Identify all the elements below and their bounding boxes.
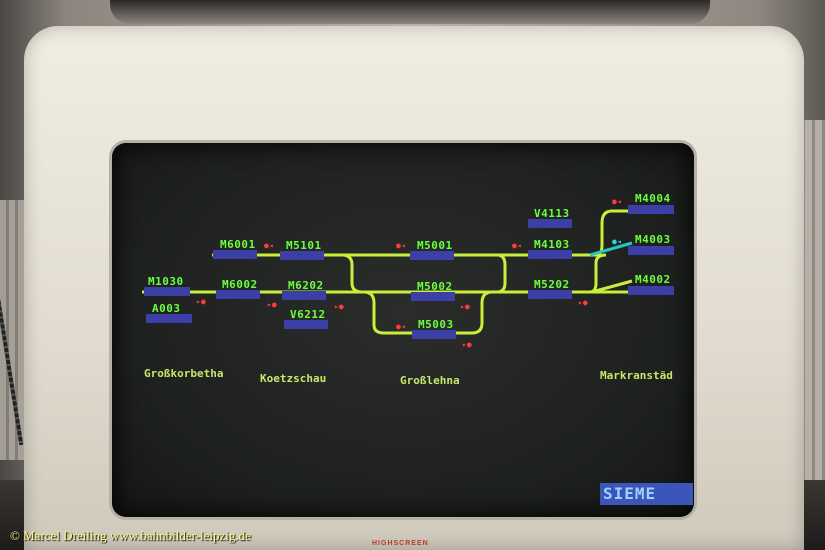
block-label-m1030: M1030: [148, 275, 184, 288]
signal-icon: ▸●: [460, 302, 470, 311]
block-m4004[interactable]: [628, 205, 674, 214]
vendor-badge: SIEME: [600, 483, 693, 505]
track-branch-upper: [590, 209, 632, 257]
block-label-m6202: M6202: [288, 279, 324, 292]
block-v4113[interactable]: [528, 219, 572, 228]
track-lines: [142, 209, 667, 335]
block-a003[interactable]: [146, 314, 192, 323]
block-label-v4113: V4113: [534, 207, 570, 220]
station-markranstaedt: Markranstäd: [600, 369, 673, 382]
block-m4002[interactable]: [628, 286, 674, 295]
signal-icon: ●◂: [612, 197, 622, 206]
station-koetzschau: Koetzschau: [260, 372, 327, 385]
block-label-m4003: M4003: [635, 233, 671, 246]
block-label-m5202: M5202: [534, 278, 570, 291]
block-v6212[interactable]: [284, 320, 328, 329]
signal-icon: ●◂: [264, 241, 274, 250]
track-diagram: [142, 209, 667, 335]
block-m5003[interactable]: [412, 330, 456, 339]
crt-screen: M6001 ●◂ M5101 ●◂ M5001 V4113 ●◂ M4103 ●…: [112, 143, 694, 517]
block-m5101[interactable]: [280, 251, 324, 260]
shelf-shadow: [110, 0, 710, 24]
block-m5001[interactable]: [410, 251, 454, 260]
block-label-m5101: M5101: [286, 239, 322, 252]
track-cyan: [589, 241, 633, 257]
station-grosslehna: Großlehna: [400, 374, 460, 387]
track-branch-lower: [589, 253, 607, 294]
track-crossover-2: [496, 253, 507, 294]
block-label-m6002: M6002: [222, 278, 258, 291]
block-m4103[interactable]: [528, 250, 572, 259]
block-label-m5002: M5002: [417, 280, 453, 293]
block-label-a003: A003: [152, 302, 181, 315]
block-label-m6001: M6001: [220, 238, 256, 251]
track-crossover-1: [341, 253, 363, 294]
signal-icon: ▸●: [578, 298, 588, 307]
signal-icon: ▸●: [267, 300, 277, 309]
track-to-m4002: [591, 279, 633, 294]
signal-icon: ▸●: [196, 297, 206, 306]
block-label-v6212: V6212: [290, 308, 326, 321]
block-label-m5001: M5001: [417, 239, 453, 252]
signal-icon: ▸●: [462, 340, 472, 349]
track-to-m4003: [589, 241, 633, 257]
signal-icon: ●◂: [396, 241, 406, 250]
block-m6202[interactable]: [282, 291, 326, 300]
block-m6002[interactable]: [216, 290, 260, 299]
block-m1030[interactable]: [144, 287, 190, 296]
signal-icon: ●◂: [512, 241, 522, 250]
block-m4003[interactable]: [628, 246, 674, 255]
signal-icon: ●◂: [396, 322, 406, 331]
block-label-m4103: M4103: [534, 238, 570, 251]
block-m5202[interactable]: [528, 290, 572, 299]
block-m5002[interactable]: [411, 292, 455, 301]
station-grosskorbetha: Großkorbetha: [144, 367, 224, 380]
block-m6001[interactable]: [213, 250, 257, 259]
signal-icon: ▸●: [334, 302, 344, 311]
block-label-m4002: M4002: [635, 273, 671, 286]
block-label-m5003: M5003: [418, 318, 454, 331]
block-label-m4004: M4004: [635, 192, 671, 205]
signal-icon: ●◂: [612, 237, 622, 246]
photo-credit: © Marcel Dreiling www.bahnbilder-leipzig…: [10, 528, 251, 543]
monitor-brand-logo: HIGHSCREEN: [372, 540, 429, 547]
